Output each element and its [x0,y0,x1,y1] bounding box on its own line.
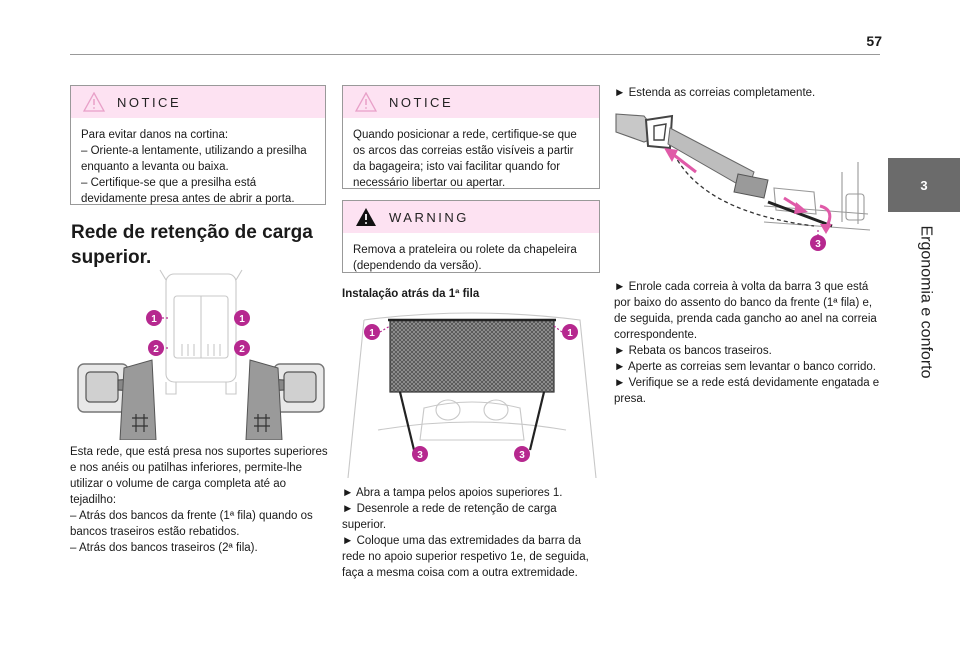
section-title: Rede de retenção de carga superior. [71,222,313,268]
notice-box-curtain: NOTICE Para evitar danos na cortina: – O… [70,85,326,205]
installation-heading: Instalação atrás da 1ª fila [342,288,480,300]
warning-body: Remova a prateleira ou rolete da chapele… [343,233,599,282]
svg-text:3: 3 [815,239,821,250]
header-rule [70,54,880,55]
strap-wrap-steps: ► Enrole cada correia à volta da barra 3… [614,281,880,405]
marker-1-left: 1 [364,324,380,340]
notice-header: NOTICE [71,86,325,118]
svg-text:1: 1 [567,328,573,339]
page-number: 57 [866,33,882,49]
svg-text:3: 3 [519,450,525,461]
chapter-title: Ergonomia e conforto [900,212,950,392]
marker-1-right: 1 [234,310,250,326]
warning-text: Remova a prateleira ou rolete da chapele… [353,244,577,272]
marker-2-right: 2 [234,340,250,356]
notice-body: Para evitar danos na cortina: – Oriente-… [71,118,325,215]
marker-1-left: 1 [146,310,162,326]
notice-body: Quando posicionar a rede, certifique-se … [343,118,599,199]
warning-triangle-icon [83,92,105,112]
marker-2-left: 2 [148,340,164,356]
svg-text:1: 1 [151,314,157,325]
notice-label: NOTICE [117,94,182,110]
warning-header: WARNING [343,201,599,233]
cargo-net [389,319,555,393]
warning-triangle-icon [355,92,377,112]
van-net-brackets-illustration: 1 1 2 2 [77,269,325,440]
notice-text: Quando posicionar a rede, certifique-se … [353,129,577,189]
extend-straps-step: ► Estenda as correias completamente. [614,87,816,99]
notice-text: Para evitar danos na cortina: – Oriente-… [81,129,307,205]
intro-paragraph: Esta rede, que está presa nos suportes s… [70,446,328,554]
warning-box: WARNING Remova a prateleira ou rolete da… [342,200,600,273]
installation-steps: ► Abra a tampa pelos apoios superiores 1… [342,487,589,579]
svg-text:2: 2 [153,344,159,355]
vehicle-interior-outline [347,312,597,479]
hook-and-strap [615,113,769,199]
marker-1-right: 1 [562,324,578,340]
svg-text:1: 1 [239,314,245,325]
chapter-title-text: Ergonomia e conforto [917,225,935,379]
notice-box-net: NOTICE Quando posicionar a rede, certifi… [342,85,600,189]
svg-text:2: 2 [239,344,245,355]
van-outline [159,269,243,395]
notice-label: NOTICE [389,94,454,110]
chapter-tab[interactable]: 3 [888,158,960,212]
svg-text:1: 1 [369,328,375,339]
marker-3-right: 3 [514,446,530,462]
strap-wrap-illustration: 3 [615,113,871,251]
warning-label: WARNING [389,209,469,225]
left-bracket-detail [77,359,157,440]
right-bracket-detail [245,359,325,440]
net-installed-illustration: 1 1 3 3 [347,312,597,479]
warning-triangle-icon [356,208,376,226]
marker-3: 3 [810,235,826,251]
marker-3-left: 3 [412,446,428,462]
svg-text:3: 3 [417,450,423,461]
notice-header: NOTICE [343,86,599,118]
seat-bar-area [763,162,871,231]
